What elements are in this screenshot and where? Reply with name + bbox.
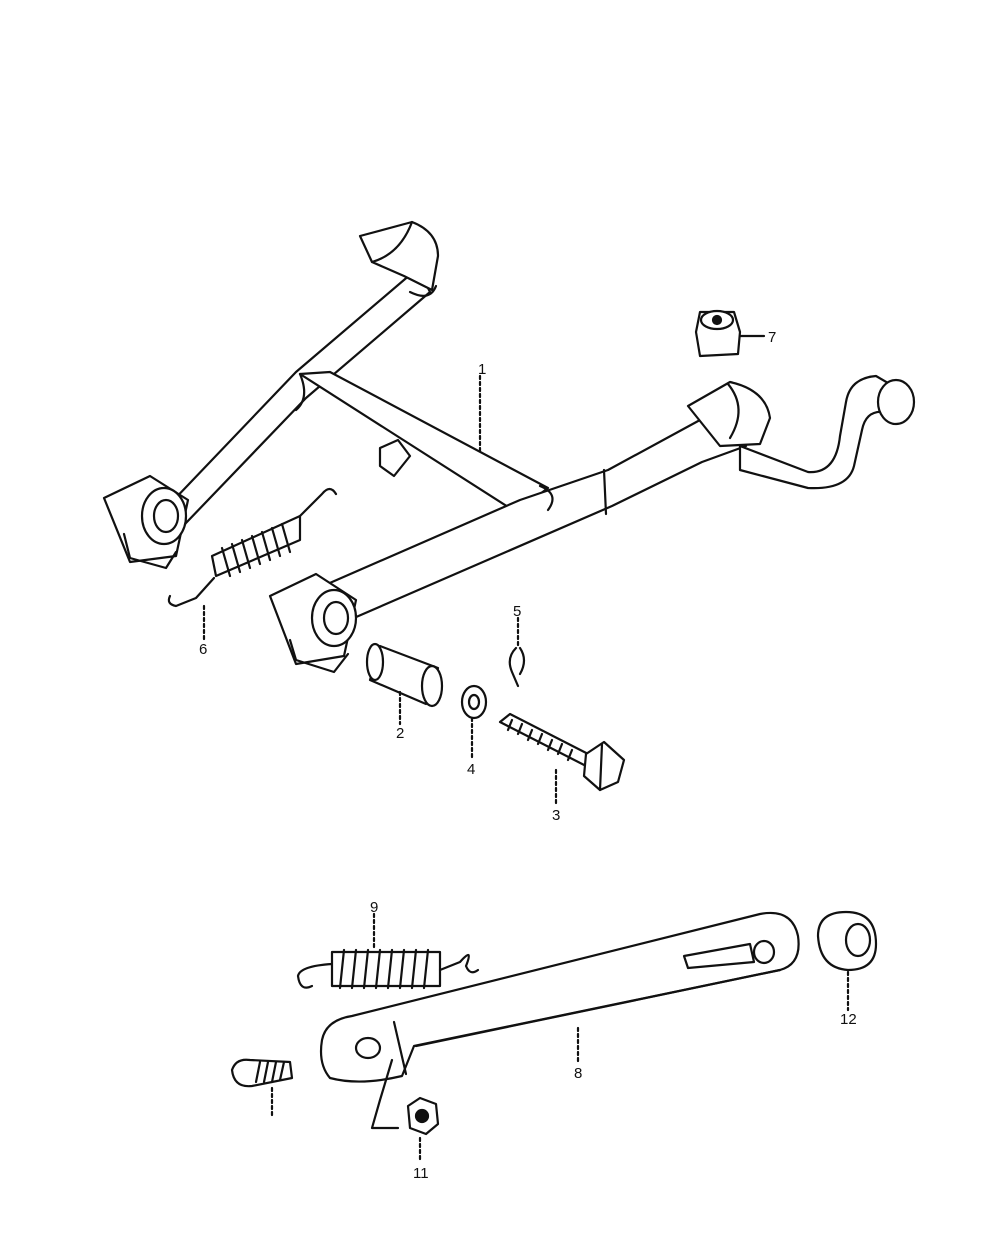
callout-side-stand-nut: 11 (413, 1165, 429, 1182)
main-stand-rear-leg (166, 266, 432, 526)
callout-side-stand-stopper: 12 (840, 1011, 857, 1028)
callout-stopper: 7 (768, 329, 776, 346)
main-stand-spring (167, 487, 338, 608)
side-stand-bolt (230, 1058, 294, 1088)
side-stand-stopper (816, 910, 878, 972)
side-stand-leader (370, 1058, 400, 1130)
bolt (498, 712, 626, 792)
main-stand-right-pivot (686, 380, 772, 448)
main-stand-right-foot (268, 572, 358, 674)
callout-bolt: 3 (552, 807, 560, 824)
cotter-pin (508, 646, 526, 688)
main-stand-stopper (694, 309, 742, 358)
spacer (365, 642, 444, 708)
main-stand-main-arm (298, 410, 748, 626)
callout-side-stand: 8 (574, 1065, 582, 1082)
callout-side-stand-spring: 9 (370, 899, 378, 916)
callout-washer: 4 (467, 761, 475, 778)
side-stand-leg (319, 911, 800, 1083)
side-stand-nut (406, 1096, 440, 1136)
main-stand-pedal-tip (876, 378, 916, 426)
main-stand-top-pad (358, 220, 440, 292)
main-stand-frame (102, 220, 916, 674)
callout-main-stand-spring: 6 (199, 641, 207, 658)
callout-cotter-pin: 5 (513, 603, 521, 620)
callout-spacer: 2 (396, 725, 404, 742)
callout-stand-frame: 1 (478, 361, 486, 378)
main-stand-spring-hook (378, 438, 412, 478)
main-stand-crossbar (298, 370, 550, 514)
side-stand-spring (296, 948, 480, 990)
main-stand-left-foot (102, 474, 190, 570)
washer (460, 684, 488, 720)
